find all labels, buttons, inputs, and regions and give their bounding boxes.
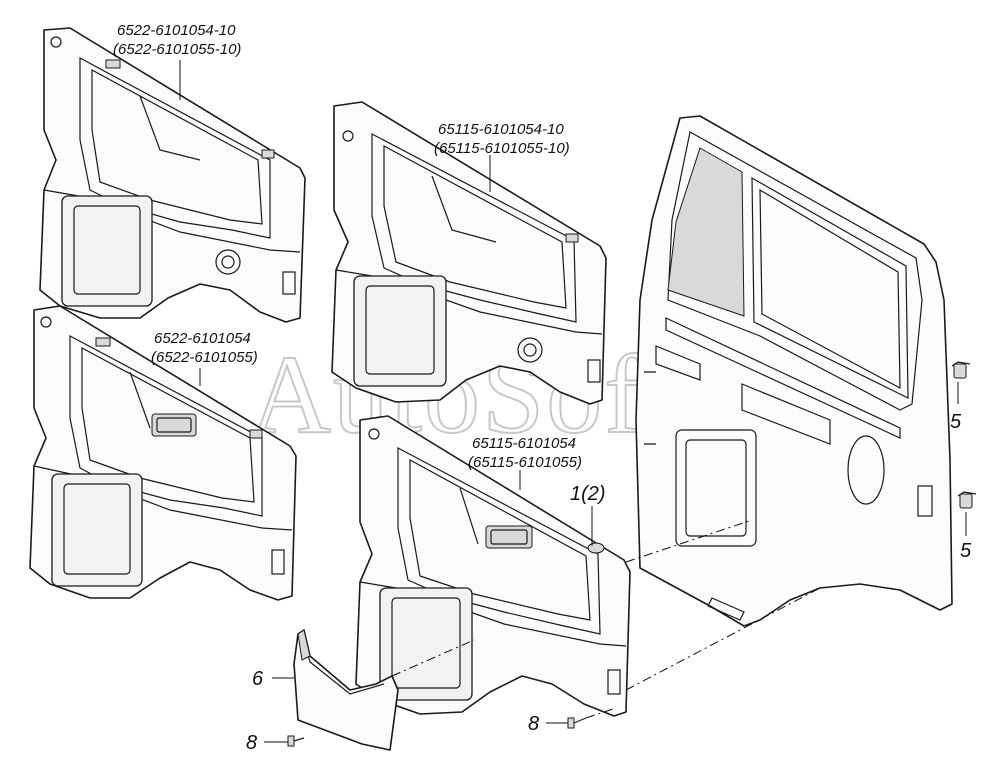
label-panel-a-line2: (6522-6101055-10) (113, 41, 241, 58)
trim-panel-6522 (29, 305, 297, 601)
trim-panel-6522-10 (39, 27, 306, 323)
label-item-5-upper: 5 (950, 411, 962, 433)
label-panel-c-line1: 6522-6101054 (154, 330, 251, 347)
trim-panel-65115 (355, 415, 631, 717)
label-panel-d-line1: 65115-6101054 (472, 435, 576, 452)
map-pocket-cover (293, 629, 399, 751)
trim-panel-65115-10 (331, 101, 607, 405)
retaining-clip-lower (957, 491, 977, 509)
label-panel-b-line1: 65115-6101054-10 (438, 121, 564, 138)
label-panel-c-line2: (6522-6101055) (151, 349, 258, 366)
assembly-line-screw (585, 707, 617, 719)
label-panel-d-line2: (65115-6101055) (468, 454, 582, 471)
label-item-6: 6 (252, 668, 264, 690)
label-panel-b-line2: (65115-6101055-10) (434, 140, 570, 157)
screw-left (287, 735, 305, 747)
label-item-1: 1(2) (570, 483, 606, 505)
label-item-5-lower: 5 (960, 540, 972, 562)
label-panel-a-line1: 6522-6101054-10 (117, 22, 236, 39)
label-item-8-right: 8 (528, 713, 539, 735)
label-item-8-left: 8 (246, 732, 257, 754)
cab-door-assembly (635, 115, 953, 627)
assembly-line-cover (391, 639, 475, 677)
assembly-line-upper (625, 519, 753, 563)
screw-right (567, 717, 587, 729)
retaining-clip-upper (951, 361, 971, 379)
assembly-line-lower (625, 587, 821, 691)
